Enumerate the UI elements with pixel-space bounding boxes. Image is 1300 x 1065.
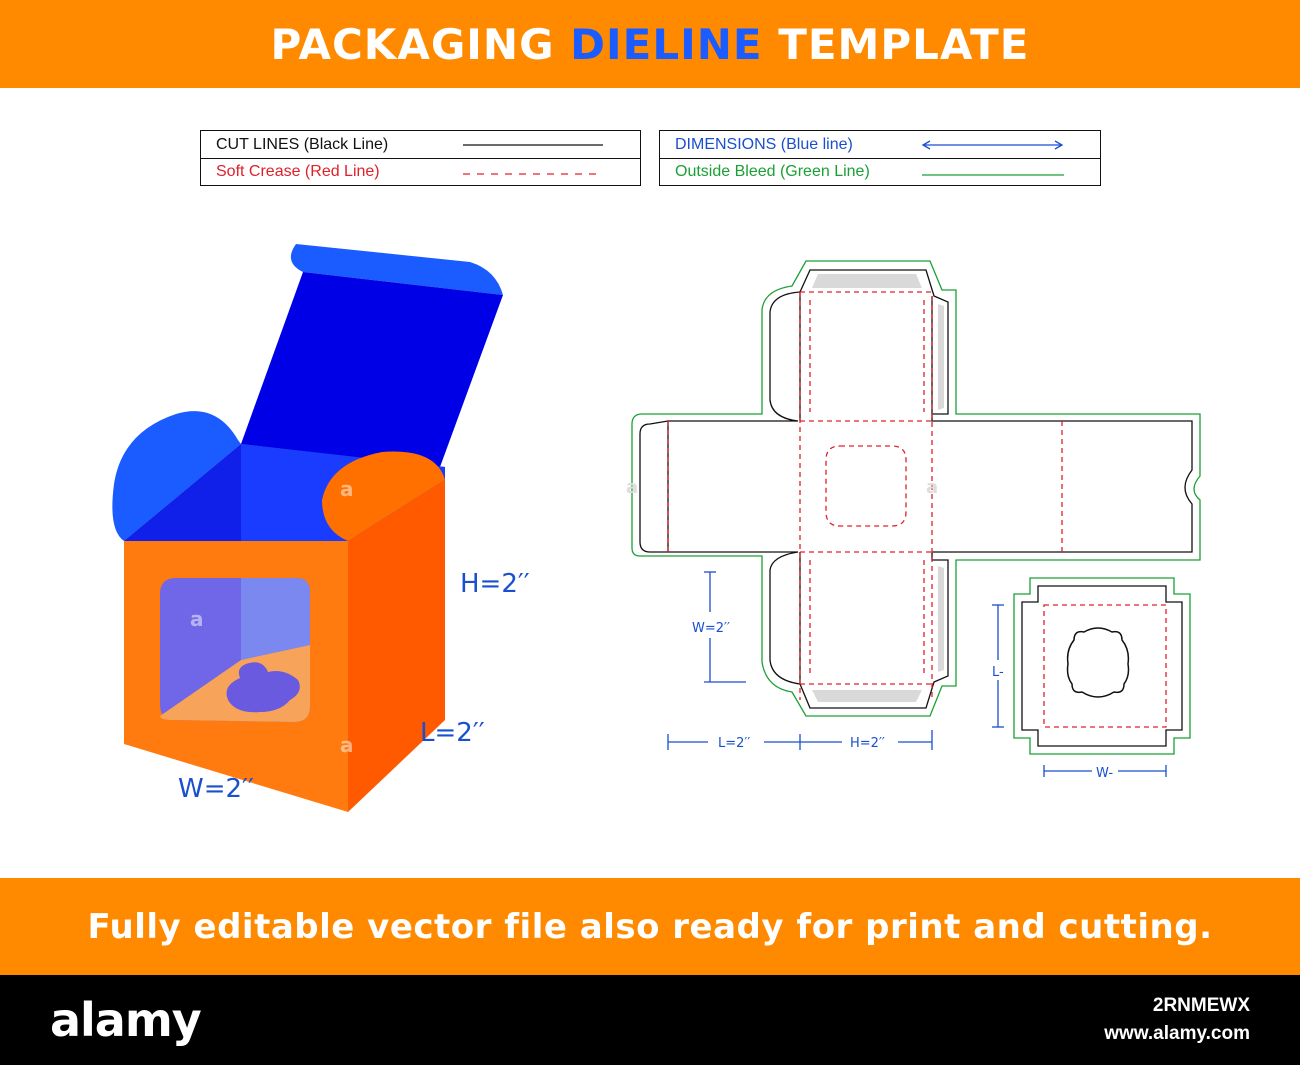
box-face-watermark: a — [340, 733, 354, 757]
bleed-line-sample — [922, 174, 1064, 176]
insert-w-label-bg — [1092, 762, 1118, 780]
watermark-footer: alamy 2RNMEWX www.alamy.com — [0, 975, 1300, 1065]
dieline-h-label: H=2′′ — [850, 736, 885, 751]
insert-cut — [1021, 585, 1183, 747]
legend-row-crease: Soft Crease (Red Line) — [201, 158, 640, 185]
box-3d-illustration: a a a — [112, 244, 503, 812]
page-title: PACKAGING DIELINE TEMPLATE — [271, 20, 1030, 69]
dim-w-label-bg — [688, 612, 736, 638]
legend-cut-label: CUT LINES (Black Line) — [216, 135, 389, 153]
insert-bleed — [1013, 577, 1191, 755]
insert-l-label-bg — [990, 660, 1008, 680]
legend-crease-label: Soft Crease (Red Line) — [216, 162, 380, 180]
dieline-l-label: L=2′′ — [718, 736, 750, 751]
legend-bleed-label: Outside Bleed (Green Line) — [675, 162, 870, 180]
legend-left: CUT LINES (Black Line) Soft Crease (Red … — [200, 130, 641, 186]
dieline-flat: a a — [626, 260, 1201, 717]
main-drawing: a a a H=2′′ L=2′′ W=2′′ — [112, 244, 1201, 812]
cut-outline — [639, 269, 1193, 709]
lid-tuck-flap — [290, 244, 503, 295]
dieline-watermark-2: a — [926, 477, 938, 498]
window-crease — [825, 445, 907, 527]
title-highlight: DIELINE — [570, 19, 763, 69]
alamy-logo: alamy — [50, 993, 202, 1047]
cupcake-cutout — [1066, 627, 1130, 698]
cupcake-insert-dieline — [1013, 577, 1191, 755]
top-banner: PACKAGING DIELINE TEMPLATE — [0, 0, 1300, 88]
right-dust-flap — [322, 451, 445, 541]
box-height-label: H=2′′ — [460, 569, 530, 599]
box-right-face — [348, 480, 445, 812]
title-part2: TEMPLATE — [762, 19, 1030, 69]
cupcake-shadow — [226, 662, 300, 713]
insert-crease — [1043, 604, 1167, 728]
glue-strip-top — [812, 274, 922, 288]
insert-l-label: L- — [992, 665, 1004, 680]
box-window-watermark: a — [190, 607, 204, 631]
cut-line-sample — [463, 144, 603, 146]
crease-line-sample — [463, 173, 603, 175]
bottom-banner: Fully editable vector file also ready fo… — [0, 878, 1300, 975]
glue-strip-right-top — [938, 304, 944, 410]
crease-lines — [667, 291, 1063, 700]
image-id: 2RNMEWX — [1152, 995, 1250, 1016]
dieline-w-label: W=2′′ — [692, 621, 730, 636]
box-right-watermark: a — [340, 477, 354, 501]
insert-w-label: W- — [1096, 766, 1113, 781]
dieline-watermark-1: a — [626, 477, 638, 498]
box-open-lid — [241, 272, 503, 467]
glue-strip-bottom — [812, 690, 922, 702]
bottom-banner-text: Fully editable vector file also ready fo… — [87, 906, 1213, 947]
legend-row-cut: CUT LINES (Black Line) — [201, 131, 640, 159]
dim-l-label-bg — [708, 732, 764, 752]
left-dust-flap — [112, 411, 241, 541]
dim-h-label-bg — [842, 732, 898, 752]
dimension-arrow-sample — [921, 140, 1064, 150]
box-width-label: W=2′′ — [178, 774, 254, 804]
legend-dimensions-label: DIMENSIONS (Blue line) — [675, 135, 853, 153]
legend-row-bleed: Outside Bleed (Green Line) — [660, 158, 1100, 185]
alamy-url: www.alamy.com — [1104, 1023, 1250, 1044]
insert-dimensions — [992, 604, 1167, 777]
glue-strip-right-bottom — [938, 566, 944, 672]
title-part1: PACKAGING — [270, 19, 571, 69]
legend-right: DIMENSIONS (Blue line) Outside Bleed (Gr… — [659, 130, 1101, 186]
bleed-outline — [631, 260, 1201, 717]
window-interior-wall — [241, 578, 310, 660]
legend-row-dimensions: DIMENSIONS (Blue line) — [660, 131, 1100, 159]
box-length-label: L=2′′ — [420, 718, 485, 748]
